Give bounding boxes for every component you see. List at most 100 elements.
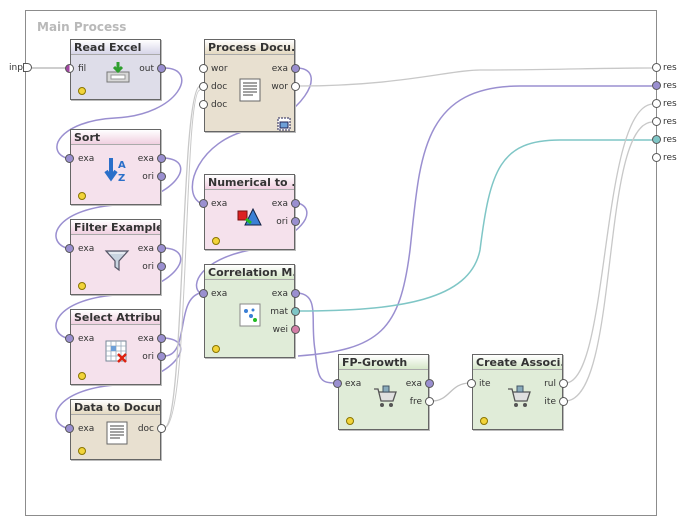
- operator-process-documents[interactable]: Process Docu... wor doc doc exa wor: [204, 39, 295, 132]
- correlation-mat-port[interactable]: [291, 307, 300, 316]
- port-label-out: out: [139, 64, 154, 74]
- numerical-exa-in-port[interactable]: [199, 199, 208, 208]
- processdocs-wor-in-port[interactable]: [199, 64, 208, 73]
- filter-exa-out-port[interactable]: [157, 244, 166, 253]
- document-icon: [105, 421, 129, 449]
- port-label-exa: exa: [78, 424, 95, 434]
- numerical-ori-port[interactable]: [291, 217, 300, 226]
- operator-data-to-documents[interactable]: Data to Docum... exa doc: [70, 399, 161, 460]
- select-exa-in-port[interactable]: [65, 334, 74, 343]
- operator-title: FP-Growth: [339, 355, 428, 370]
- operator-title: Correlation M...: [205, 265, 294, 280]
- port-label-wor: wor: [211, 64, 228, 74]
- numerical-to-binominal-icon: [237, 205, 263, 233]
- filter-ori-port[interactable]: [157, 262, 166, 271]
- processdocs-doc-port[interactable]: [199, 82, 208, 91]
- shopping-cart-icon: [506, 385, 532, 413]
- outer-input-label: inp: [9, 63, 23, 73]
- datatodoc-exa-port[interactable]: [65, 424, 74, 433]
- outer-output-port-2[interactable]: [652, 81, 661, 90]
- port-label-fil: fil: [78, 64, 87, 74]
- port-label-ite-out: ite: [544, 397, 556, 407]
- operator-create-association-rules[interactable]: Create Associ... ite rul ite: [472, 354, 563, 430]
- shopping-cart-icon: [372, 385, 398, 413]
- port-label-exa: exa: [345, 379, 362, 389]
- process-title: Main Process: [37, 20, 127, 34]
- correlation-exa-in-port[interactable]: [199, 289, 208, 298]
- outer-output-port-5[interactable]: [652, 135, 661, 144]
- status-bulb: [78, 87, 86, 95]
- processdocs-exa-port[interactable]: [291, 64, 300, 73]
- subprocess-icon[interactable]: [277, 116, 291, 135]
- operator-select-attributes[interactable]: Select Attribu... exa exa ori: [70, 309, 161, 385]
- sort-ori-port[interactable]: [157, 172, 166, 181]
- fpgrowth-exa-out-port[interactable]: [425, 379, 434, 388]
- outer-output-port-1[interactable]: [652, 63, 661, 72]
- processdocs-wor-out-port[interactable]: [291, 82, 300, 91]
- port-label-exa-out: exa: [137, 334, 154, 344]
- operator-title: Data to Docum...: [71, 400, 160, 415]
- port-label-doc: doc: [137, 424, 154, 434]
- assoc-ite-out-port[interactable]: [559, 397, 568, 406]
- sort-exa-out-port[interactable]: [157, 154, 166, 163]
- operator-title: Read Excel: [71, 40, 160, 55]
- port-label-exa-out: exa: [137, 244, 154, 254]
- outer-output-label-6: res: [663, 153, 677, 163]
- outer-output-label-5: res: [663, 135, 677, 145]
- port-label-wor-out: wor: [271, 82, 288, 92]
- outer-output-port-3[interactable]: [652, 99, 661, 108]
- process-documents-icon: [238, 78, 262, 106]
- operator-numerical-to-binominal[interactable]: Numerical to ... exa exa ori: [204, 174, 295, 250]
- operator-title: Sort: [71, 130, 160, 145]
- read-excel-fil-port[interactable]: [65, 64, 74, 73]
- assoc-ite-in-port[interactable]: [467, 379, 476, 388]
- port-label-mat: mat: [270, 307, 288, 317]
- select-ori-port[interactable]: [157, 352, 166, 361]
- filter-exa-in-port[interactable]: [65, 244, 74, 253]
- status-bulb: [212, 345, 220, 353]
- read-excel-out-port[interactable]: [157, 64, 166, 73]
- outer-output-label-1: res: [663, 63, 677, 73]
- port-label-doc-2: doc: [211, 100, 228, 110]
- fpgrowth-exa-in-port[interactable]: [333, 379, 342, 388]
- correlation-exa-out-port[interactable]: [291, 289, 300, 298]
- port-label-exa-out: exa: [271, 199, 288, 209]
- processdocs-doc2-port[interactable]: [199, 100, 208, 109]
- status-bulb: [346, 417, 354, 425]
- select-exa-out-port[interactable]: [157, 334, 166, 343]
- numerical-exa-out-port[interactable]: [291, 199, 300, 208]
- port-label-exa: exa: [78, 154, 95, 164]
- status-bulb: [78, 372, 86, 380]
- port-label-ori: ori: [142, 262, 154, 272]
- port-label-exa-out: exa: [405, 379, 422, 389]
- correlation-wei-port[interactable]: [291, 325, 300, 334]
- outer-output-port-6[interactable]: [652, 153, 661, 162]
- outer-output-label-3: res: [663, 99, 677, 109]
- status-bulb: [480, 417, 488, 425]
- port-label-exa: exa: [211, 289, 228, 299]
- sort-exa-in-port[interactable]: [65, 154, 74, 163]
- fpgrowth-fre-port[interactable]: [425, 397, 434, 406]
- svg-text:A: A: [118, 160, 126, 171]
- operator-title: Create Associ...: [473, 355, 562, 370]
- read-excel-icon: [105, 60, 131, 88]
- port-label-fre: fre: [409, 397, 422, 407]
- outer-output-label-2: res: [663, 81, 677, 91]
- outer-input-port[interactable]: [23, 63, 32, 72]
- outer-output-port-4[interactable]: [652, 117, 661, 126]
- filter-icon: [104, 247, 130, 277]
- assoc-rul-port[interactable]: [559, 379, 568, 388]
- svg-text:Z: Z: [118, 173, 125, 184]
- port-label-ori: ori: [142, 172, 154, 182]
- operator-read-excel[interactable]: Read Excel fil out: [70, 39, 161, 100]
- datatodoc-doc-port[interactable]: [157, 424, 166, 433]
- port-label-rul: rul: [544, 379, 556, 389]
- operator-title: Filter Example...: [71, 220, 160, 235]
- operator-fp-growth[interactable]: FP-Growth exa exa fre: [338, 354, 429, 430]
- operator-correlation-matrix[interactable]: Correlation M... exa exa mat wei: [204, 264, 295, 358]
- port-label-ori: ori: [276, 217, 288, 227]
- correlation-matrix-icon: [239, 303, 261, 331]
- port-label-ite: ite: [479, 379, 491, 389]
